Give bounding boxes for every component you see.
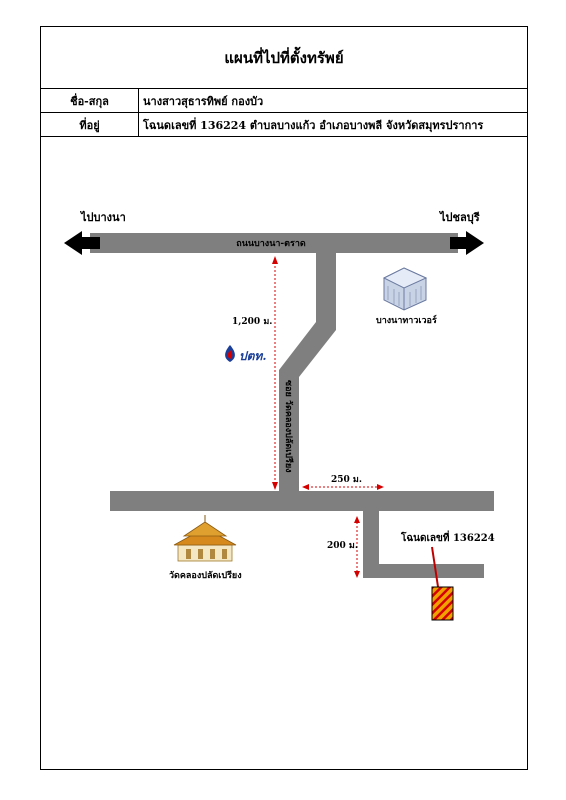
deed-label: โฉนดเลขที่ 136224 xyxy=(400,530,495,544)
left-direction-label: ไปบางนา xyxy=(79,210,126,224)
temple-icon xyxy=(173,515,237,562)
page-title: แผนที่ไปที่ตั้งทรัพย์ xyxy=(41,27,527,89)
map-frame: แผนที่ไปที่ตั้งทรัพย์ ชื่อ-สกุล นางสาวสุ… xyxy=(40,26,528,770)
distance-arrowhead-down xyxy=(272,482,278,490)
branch-road-vertical xyxy=(363,511,379,578)
name-label: ชื่อ-สกุล xyxy=(41,89,139,112)
tower-label: บางนาทาวเวอร์ xyxy=(376,314,437,326)
distance-arrowhead-up xyxy=(272,256,278,264)
temple-label: วัดคลองปลัดเปรียง xyxy=(169,570,242,581)
address-label: ที่อยู่ xyxy=(41,113,139,136)
distance-branch-arrow-up xyxy=(354,516,360,523)
right-arrow-icon xyxy=(450,231,484,255)
address-row: ที่อยู่ โฉนดเลขที่ 136224 ตำบลบางแก้ว อำ… xyxy=(41,113,527,137)
distance-side-arrow-right xyxy=(377,484,384,490)
main-road xyxy=(90,233,458,253)
distance-branch-arrow-down xyxy=(354,571,360,578)
ptt-label: ปตท. xyxy=(239,349,267,363)
name-row: ชื่อ-สกุล นางสาวสุธารทิพย์ กองบัว xyxy=(41,89,527,113)
soi-road xyxy=(279,253,336,500)
left-arrow-icon xyxy=(64,231,100,255)
address-value: โฉนดเลขที่ 136224 ตำบลบางแก้ว อำเภอบางพล… xyxy=(143,118,484,132)
main-road-label: ถนนบางนา-ตราด xyxy=(236,239,306,249)
distance-branch-label: 200 ม. xyxy=(327,541,358,551)
ptt-logo-icon xyxy=(225,345,235,362)
property-plot xyxy=(431,586,454,621)
distance-side-arrow-left xyxy=(302,484,309,490)
distance-side-label: 250 ม. xyxy=(331,475,362,485)
soi-label: ซอย วัดคลองปลัดเปรียง xyxy=(283,380,294,473)
name-value: นางสาวสุธารทิพย์ กองบัว xyxy=(143,94,264,108)
distance-main-label: 1,200 ม. xyxy=(232,317,272,327)
cross-road xyxy=(110,491,494,511)
building-icon xyxy=(382,267,428,311)
right-direction-label: ไปชลบุรี xyxy=(438,210,480,225)
branch-road-horizontal xyxy=(363,564,484,578)
